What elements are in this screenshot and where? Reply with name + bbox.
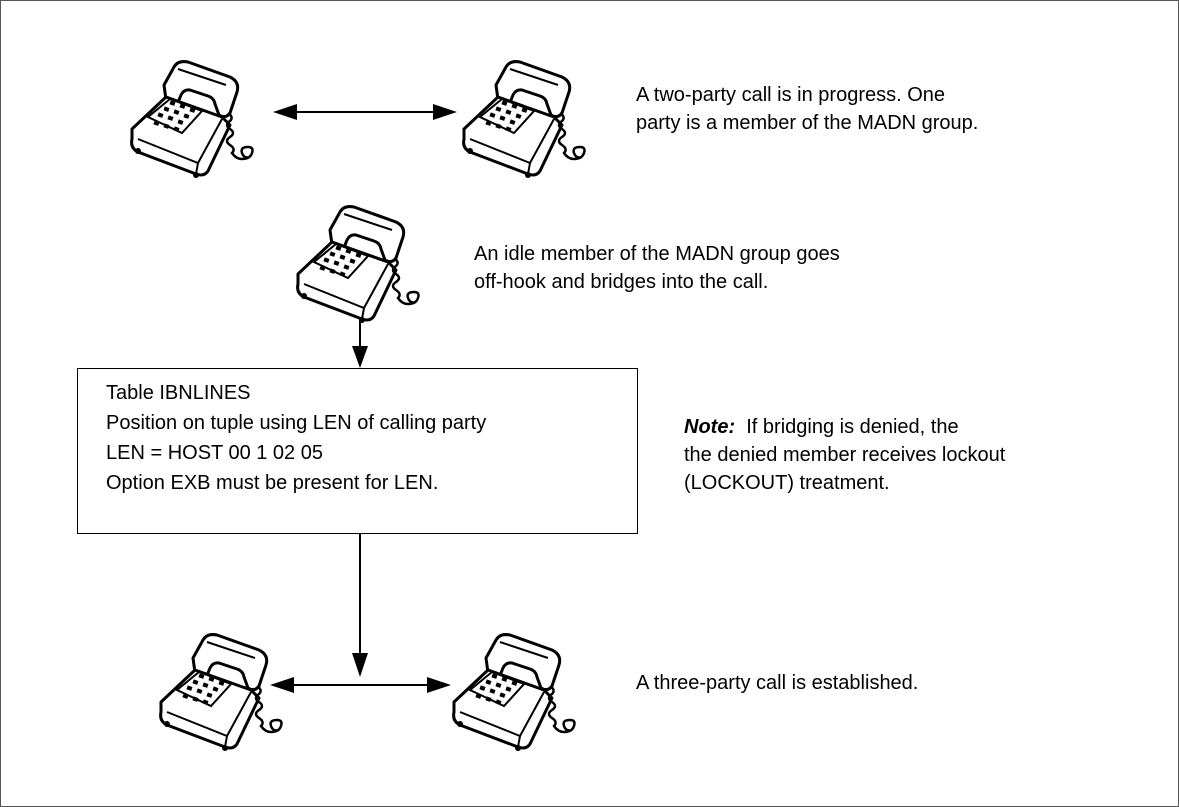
bridge-line-2: off-hook and bridges into the call. [474,271,769,293]
note-text-2: the denied member receives lockout [684,444,1006,466]
two-party-line-2: party is a member of the MADN group. [636,112,979,134]
bridge-description: An idle member of the MADN group goes of… [474,240,840,296]
two-party-call-description: A two-party call is in progress. One par… [636,81,978,137]
connection-arrow [270,677,451,693]
telephone-icon [296,205,420,325]
note-text-1: If bridging is denied, the [746,416,959,438]
connection-arrow [273,104,457,120]
table-line-2: Position on tuple using LEN of calling p… [106,412,487,434]
telephone-icon [159,633,283,753]
note-text-3: (LOCKOUT) treatment. [684,472,890,494]
telephone-icon [462,60,586,180]
table-line-3: LEN = HOST 00 1 02 05 [106,442,323,464]
bridge-line-1: An idle member of the MADN group goes [474,243,840,265]
bridging-note: Note: If bridging is denied, the the den… [684,413,1005,497]
note-label: Note: [684,416,736,438]
three-party-description: A three-party call is established. [636,672,919,694]
flow-arrow-down [352,318,368,368]
table-ibnlines-box [77,368,638,534]
two-party-line-1: A two-party call is in progress. One [636,84,946,106]
flow-arrow-down [352,534,368,677]
telephone-icon [130,60,254,180]
note-line-1: Note: If bridging is denied, the [684,413,1005,441]
table-ibnlines-text: Table IBNLINES Position on tuple using L… [106,378,486,498]
table-line-4: Option EXB must be present for LEN. [106,472,439,494]
telephone-icon [452,633,576,753]
table-line-1: Table IBNLINES [106,382,251,404]
